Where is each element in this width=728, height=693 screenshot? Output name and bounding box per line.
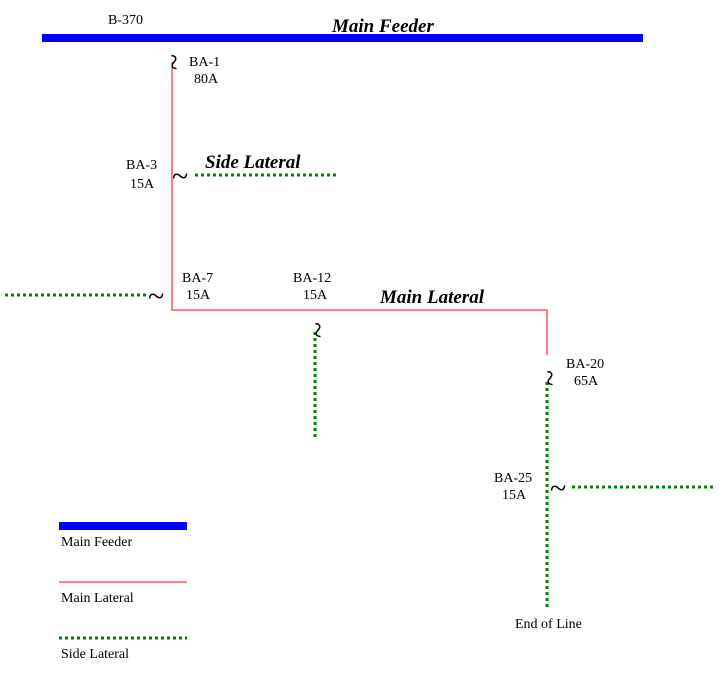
device-ba25-id: BA-25 xyxy=(494,471,532,486)
fuse-ba12-icon: ~ xyxy=(301,322,334,338)
fuse-ba3-icon: ~ xyxy=(172,160,188,193)
device-ba1-id: BA-1 xyxy=(189,55,220,70)
main-lateral-title: Main Lateral xyxy=(379,287,485,308)
fuse-ba25-icon: ~ xyxy=(550,472,566,505)
device-ba20-rating: 65A xyxy=(574,374,599,389)
side-lateral-title: Side Lateral xyxy=(205,152,301,173)
legend-main-lateral-label: Main Lateral xyxy=(61,591,134,606)
device-ba3-id: BA-3 xyxy=(126,158,157,173)
main-lateral-line xyxy=(171,62,548,355)
device-ba25-rating: 15A xyxy=(502,488,527,503)
legend-main-feeder-label: Main Feeder xyxy=(61,535,132,550)
device-ba7-id: BA-7 xyxy=(182,271,213,286)
device-ba12-id: BA-12 xyxy=(293,271,331,286)
bus-label: B-370 xyxy=(108,13,143,28)
fuse-ba1-icon: ~ xyxy=(157,54,190,70)
end-of-line-label: End of Line xyxy=(515,617,582,632)
device-ba12-rating: 15A xyxy=(303,288,328,303)
legend-side-lateral-label: Side Lateral xyxy=(61,647,129,662)
device-ba1-rating: 80A xyxy=(194,72,219,87)
device-ba3-rating: 15A xyxy=(130,177,155,192)
device-ba7-rating: 15A xyxy=(186,288,211,303)
legend: Main Feeder Main Lateral Side Lateral xyxy=(59,522,187,662)
fuse-ba20-icon: ~ xyxy=(533,370,566,386)
fuse-ba7-icon: ~ xyxy=(148,280,164,313)
main-feeder-title: Main Feeder xyxy=(331,16,434,37)
device-ba20-id: BA-20 xyxy=(566,357,604,372)
